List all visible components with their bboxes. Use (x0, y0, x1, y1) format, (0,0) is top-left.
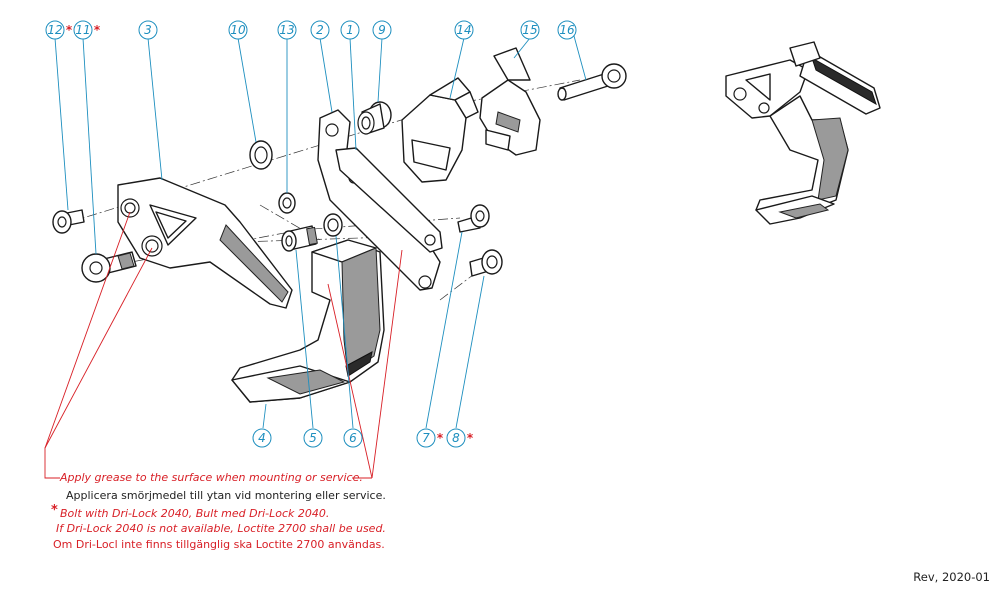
balloon (73, 20, 93, 40)
grease-note-english: Apply grease to the surface when mountin… (60, 471, 363, 484)
callout-3: 3 (138, 20, 163, 181)
loctite-note-swedish: Om Dri-Locl inte finns tillgänglig ska L… (53, 538, 385, 551)
balloon (372, 20, 392, 40)
required-star: * (467, 431, 474, 445)
callout-2: 2 (310, 20, 333, 113)
balloon (446, 428, 466, 448)
part-6-spacer (323, 213, 343, 237)
callout-16: 16 (557, 20, 587, 81)
part-15-clamp-block (479, 47, 541, 156)
required-star: * (94, 23, 101, 37)
balloon-label: 12 (47, 23, 62, 37)
balloon (454, 20, 474, 40)
loctite-note-english: If Dri-Lock 2040 is not available, Locti… (56, 522, 386, 535)
callout-10: 10 (228, 20, 257, 143)
part-10-washer (249, 140, 273, 170)
balloon-label: 10 (230, 23, 246, 37)
part-3-side-plate (117, 177, 293, 309)
balloon (557, 20, 577, 40)
balloon-label: 2 (316, 23, 324, 37)
bolt-note-star: * (51, 503, 58, 518)
part-11-screw (81, 251, 137, 283)
balloon-label: 15 (522, 23, 537, 37)
required-star: * (66, 23, 73, 37)
balloon-label: 6 (349, 431, 357, 445)
balloon (138, 20, 158, 40)
balloon-label: 9 (378, 23, 386, 37)
callout-13: 13 (277, 20, 297, 193)
balloon (416, 428, 436, 448)
grease-reference-lines (44, 211, 403, 479)
revision-label: Rev, 2020-01 (913, 570, 990, 584)
grease-note-swedish: Applicera smörjmedel till ytan vid monte… (66, 489, 386, 502)
part-16-cap-screw (557, 63, 627, 101)
callout-15: 15 (513, 20, 540, 59)
balloon (252, 428, 272, 448)
balloon-label: 11 (75, 23, 90, 37)
callout-14: 14 (449, 20, 474, 99)
callout-7: 7 * (416, 231, 463, 448)
balloon-label: 7 (422, 431, 430, 445)
balloon-label: 1 (346, 23, 354, 37)
part-14-clamp-block (401, 77, 479, 183)
balloon (310, 20, 330, 40)
balloon (303, 428, 323, 448)
balloon-label: 5 (309, 431, 317, 445)
balloon-label: 8 (452, 431, 460, 445)
balloon (277, 20, 297, 40)
balloon-label: 3 (144, 23, 152, 37)
part-8-screw (469, 249, 503, 277)
callout-4: 4 (252, 403, 272, 448)
callout-1: 1 (340, 20, 360, 151)
balloon (228, 20, 248, 40)
balloon-label: 4 (258, 431, 266, 445)
balloon-label: 13 (279, 23, 294, 37)
part-9-bushing (357, 101, 392, 135)
callout-8: 8 * (446, 275, 485, 448)
part-5-bushing (281, 225, 318, 252)
assembled-view (725, 41, 881, 225)
callout-6: 6 (335, 235, 363, 448)
required-star: * (437, 431, 444, 445)
part-7-screw (457, 204, 490, 233)
balloon (343, 428, 363, 448)
callout-9: 9 (372, 20, 392, 103)
balloon (340, 20, 360, 40)
callout-11: 11 * (73, 20, 101, 255)
callout-5: 5 (295, 249, 323, 448)
balloon (45, 20, 65, 40)
part-13-washer (278, 192, 296, 214)
balloon-label: 16 (559, 23, 575, 37)
callout-12: 12 * (45, 20, 73, 211)
balloon (520, 20, 540, 40)
part-12-screw (52, 209, 85, 234)
bolt-note-english: Bolt with Dri-Lock 2040, Bult med Dri-Lo… (60, 507, 330, 520)
balloon-label: 14 (456, 23, 471, 37)
